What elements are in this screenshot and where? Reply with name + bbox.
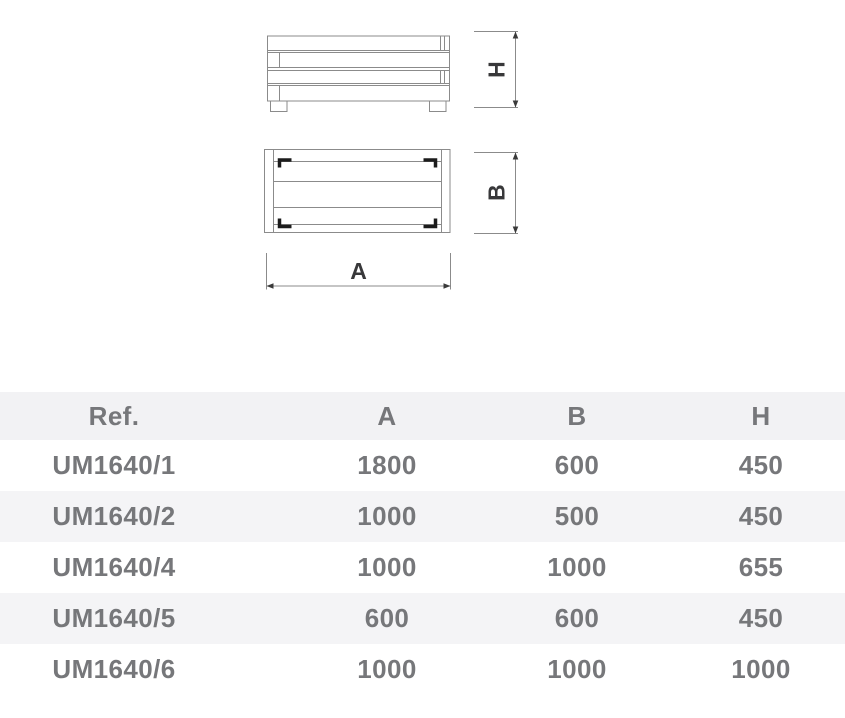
top-view-frame [264,149,451,233]
dimensions-table: Ref. A B H UM1640/1 1800 600 450 UM1640/… [0,392,845,695]
column-header-a: A [377,400,397,431]
arrow-right-icon [443,283,451,289]
table-row: UM1640/1 1800 600 450 [0,440,845,491]
cell-ref: UM1640/1 [52,450,176,480]
corner-bracket-icon [277,158,292,168]
cell-a: 1800 [357,450,417,480]
table-header-row: Ref. A B H [0,392,845,440]
corner-bracket-icon [423,158,438,168]
corner-bracket-icon [277,218,292,229]
front-view [267,35,450,112]
cell-ref: UM1640/2 [52,501,176,531]
arrow-down-icon [512,100,519,108]
table-row: UM1640/5 600 600 450 [0,593,845,644]
cell-a: 1000 [357,552,417,582]
cell-h: 450 [738,603,784,633]
dimension-b: B [474,152,519,234]
cell-ref: UM1640/5 [52,603,176,633]
column-header-h: H [751,400,771,431]
top-view [264,149,451,233]
dimension-a: A [266,253,451,290]
cell-h: 1000 [731,654,791,684]
cell-b: 600 [554,603,600,633]
table-row: UM1640/6 1000 1000 1000 [0,644,845,695]
front-view-foot-left [270,100,288,112]
cell-a: 1000 [357,654,417,684]
arrow-down-icon [512,226,519,234]
cell-b: 1000 [547,552,607,582]
cell-a: 600 [364,603,410,633]
label-b: B [484,184,510,201]
column-header-b: B [567,400,587,431]
corner-bracket-icon [423,218,438,229]
cell-b: 500 [554,501,600,531]
label-h: H [484,61,510,78]
table-row: UM1640/2 1000 500 450 [0,491,845,542]
cell-ref: UM1640/6 [52,654,176,684]
column-header-ref: Ref. [88,400,140,431]
cell-ref: UM1640/4 [52,552,176,582]
arrow-left-icon [266,283,274,289]
cell-h: 655 [738,552,784,582]
arrow-up-icon [512,152,519,160]
corner-brackets [277,158,438,229]
front-view-body [267,35,450,102]
dimension-h: H [474,31,519,108]
label-a: A [350,258,367,284]
front-view-foot-right [429,100,447,112]
table-row: UM1640/4 1000 1000 655 [0,542,845,593]
cell-h: 450 [738,501,784,531]
cell-h: 450 [738,450,784,480]
arrow-up-icon [512,31,519,39]
cell-b: 600 [554,450,600,480]
technical-drawing: H B [264,31,519,290]
cell-a: 1000 [357,501,417,531]
cell-b: 1000 [547,654,607,684]
